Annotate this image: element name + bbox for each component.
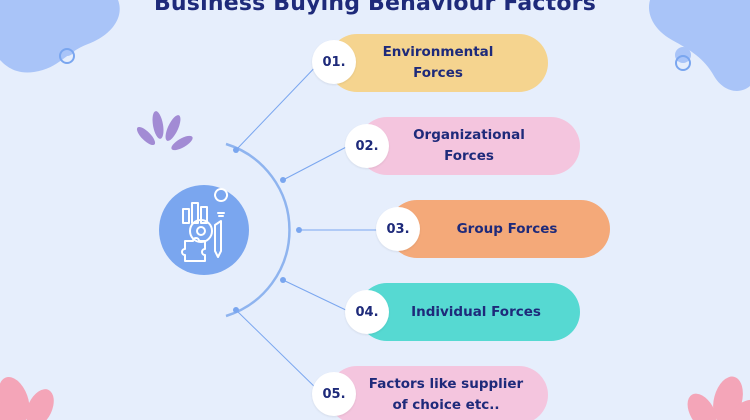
connector-1: [235, 59, 323, 151]
factor-number-3: 03.: [376, 207, 420, 251]
bottom-right-flower: [687, 376, 750, 420]
factor-label-line2: Forces: [444, 148, 494, 164]
purple-leaves: [136, 111, 193, 151]
center-arc: [225, 142, 291, 318]
factor-label-line1: Factors like supplier: [368, 376, 524, 393]
factor-label-line2: Forces: [413, 65, 463, 81]
connector-5: [235, 309, 323, 395]
factor-pill-3: Group Forces: [388, 200, 610, 258]
connector-4: [282, 279, 351, 313]
factor-number-1: 01.: [312, 40, 356, 84]
connector-lines: [235, 59, 380, 395]
factor-pill-4: Individual Forces: [358, 283, 580, 341]
top-right-ring: [675, 55, 691, 71]
factor-label-line1: Individual Forces: [411, 303, 541, 320]
factor-label-line1: Group Forces: [456, 220, 558, 237]
factor-number-4: 04.: [345, 290, 389, 334]
bottom-left-flower: [0, 376, 54, 420]
factor-number-2: 02.: [345, 124, 389, 168]
factor-label-line2: of choice etc..: [392, 397, 500, 413]
top-left-ring: [59, 48, 75, 64]
factor-pill-5: Factors like supplier of choice etc..: [328, 366, 548, 420]
factor-number-5: 05.: [312, 372, 356, 416]
connector-dots: [233, 147, 302, 313]
page-title: Business Buying Behaviour Factors: [153, 0, 597, 16]
business-analytics-icon: [181, 188, 229, 262]
factor-label-line1: Organizational: [413, 127, 525, 144]
hub-circle: [159, 185, 249, 275]
connector-2: [282, 143, 353, 181]
top-right-blob: [648, 0, 750, 91]
factor-label-line1: Environmental: [382, 44, 494, 61]
top-left-blob: [0, 0, 120, 73]
